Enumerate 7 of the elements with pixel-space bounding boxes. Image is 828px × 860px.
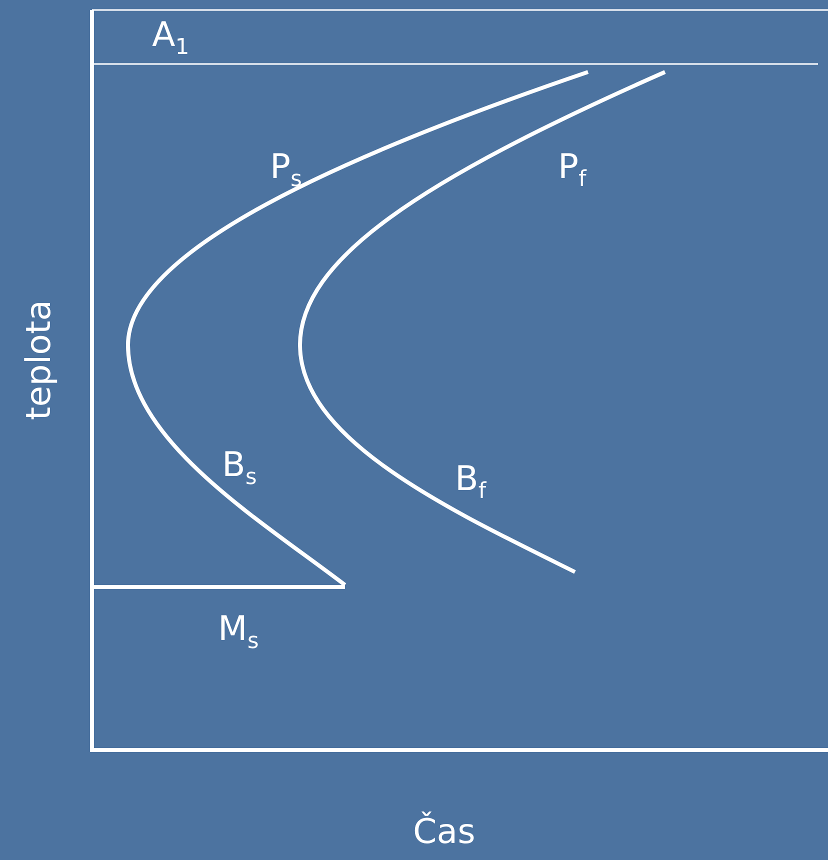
line-label: M$_{s}$ [218,612,259,646]
curve-label: P$_{f}$ [558,150,586,184]
line-label: A$_{1}$ [152,18,190,52]
curve-label: P$_{s}$ [270,150,302,184]
curve-label: B$_{s}$ [222,448,257,482]
curve-label: B$_{f}$ [455,462,486,496]
axis-label: teplota [22,300,56,420]
